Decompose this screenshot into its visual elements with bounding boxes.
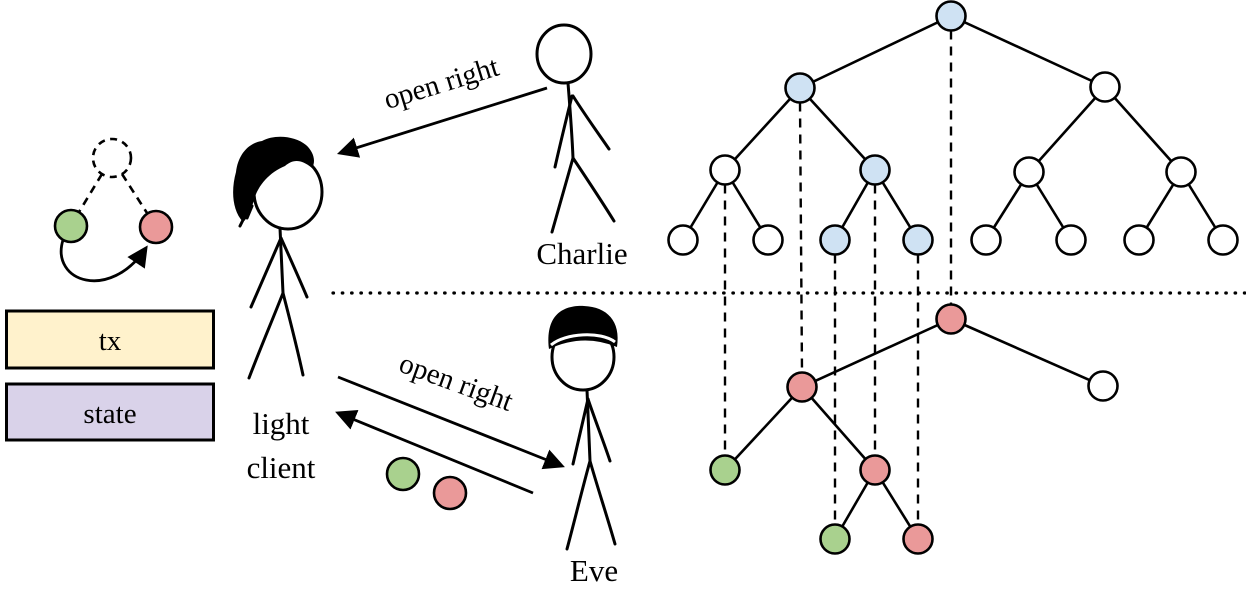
top-tree-node-blue xyxy=(859,154,891,186)
top-tree-nodes xyxy=(667,0,1239,256)
client-to-eve-arrow xyxy=(337,375,565,470)
merkle-trees xyxy=(667,0,1239,555)
bottom-tree-node-white xyxy=(1087,370,1119,402)
top-tree-node-white xyxy=(1123,224,1155,256)
stack-boxes: tx state xyxy=(5,309,215,442)
bottom-tree-edge xyxy=(801,386,876,471)
mini-tree-nodes xyxy=(53,137,174,245)
mini-tree-dashed-edge-right xyxy=(120,173,149,214)
state-box xyxy=(5,382,215,442)
charlie-to-client-arrow xyxy=(336,86,548,158)
tx-box-label: tx xyxy=(99,325,122,357)
top-tree-edge xyxy=(1104,86,1182,173)
top-tree-edge xyxy=(1028,86,1106,173)
bottom-tree-edge xyxy=(724,386,803,471)
mini-tree-curved-arrow xyxy=(59,239,148,283)
bottom-tree-edge xyxy=(950,317,1104,388)
bottom-tree-edges xyxy=(724,317,1104,540)
light-client-legs xyxy=(247,291,305,380)
eve-figure: Eve xyxy=(548,305,618,588)
top-tree-node-white xyxy=(709,154,741,186)
light-client-label-line1: light xyxy=(253,406,310,441)
state-box-label: state xyxy=(83,398,136,430)
top-tree-node-white xyxy=(1089,71,1121,103)
light-client-arms xyxy=(249,236,309,309)
mini-tree-node-dashed xyxy=(91,137,133,179)
charlie-request-label: open right xyxy=(380,51,503,116)
charlie-head xyxy=(535,23,593,85)
eve-arms xyxy=(571,397,612,466)
eve-to-client-arrow xyxy=(335,410,534,495)
eve-beanie xyxy=(548,305,618,349)
top-tree-node-blue xyxy=(784,72,816,104)
charlie-label: Charlie xyxy=(536,236,627,271)
top-tree-node-white xyxy=(1055,224,1087,256)
top-tree-edge xyxy=(950,14,1106,89)
exchange-token-red xyxy=(432,475,468,511)
top-tree-node-blue xyxy=(935,0,967,32)
eve-body xyxy=(585,388,592,463)
mini-tree-node-red xyxy=(138,209,174,245)
bottom-tree-node-red xyxy=(902,523,934,555)
light-client-hair xyxy=(233,136,314,228)
message-arrows: open right open right xyxy=(335,51,565,511)
top-tree-node-white xyxy=(752,224,784,256)
light-client-label-line2: client xyxy=(247,450,316,485)
mini-tree-node-green xyxy=(53,208,89,244)
eve-label: Eve xyxy=(570,553,618,588)
exchange-tokens xyxy=(385,456,468,511)
bottom-tree-node-red xyxy=(859,454,891,486)
bottom-tree-node-red xyxy=(935,303,967,335)
light-client-figure: light client xyxy=(233,136,324,485)
charlie-legs xyxy=(550,156,616,234)
charlie-arms xyxy=(553,94,611,169)
top-tree-edges xyxy=(681,14,1225,241)
exchange-token-green xyxy=(385,456,421,492)
light-client-body xyxy=(278,226,285,295)
tree-dashed-link xyxy=(798,102,804,373)
top-tree-node-blue xyxy=(819,224,851,256)
top-tree-node-white xyxy=(667,224,699,256)
charlie-body xyxy=(566,81,575,160)
tree-links xyxy=(723,30,953,525)
top-tree-edge xyxy=(724,87,801,171)
top-tree-node-white xyxy=(970,224,1002,256)
top-tree-node-white xyxy=(1013,156,1045,188)
top-tree-edge xyxy=(799,87,876,171)
bottom-tree-node-red xyxy=(786,371,818,403)
bottom-tree-nodes xyxy=(709,303,1119,555)
eve-legs xyxy=(565,459,617,551)
top-tree-edge xyxy=(799,14,952,90)
bottom-tree-node-green xyxy=(819,523,851,555)
bottom-tree-node-green xyxy=(709,454,741,486)
top-tree-node-white xyxy=(1165,156,1197,188)
top-tree-node-white xyxy=(1207,224,1239,256)
bottom-tree-edge xyxy=(801,317,952,389)
mini-tree-dashed-edge-left xyxy=(77,173,104,213)
tx-box xyxy=(5,309,215,370)
charlie-figure: Charlie xyxy=(535,23,628,271)
mini-tree xyxy=(53,137,174,283)
top-tree-node-blue xyxy=(902,224,934,256)
